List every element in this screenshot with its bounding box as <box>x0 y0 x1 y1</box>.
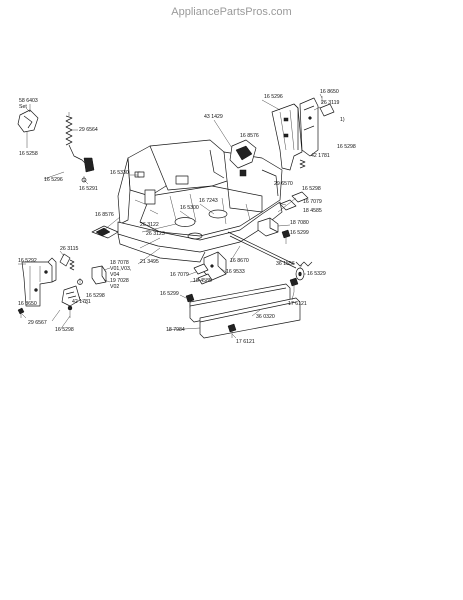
part-label: 29 6564 <box>79 127 98 133</box>
right-upper-parts <box>227 96 335 281</box>
left-lower-parts <box>17 225 119 318</box>
part-label: 16 5258 <box>19 151 38 157</box>
part-label: 16 5300 <box>180 205 199 211</box>
part-label: 16 5291 <box>79 186 98 192</box>
part-label: 16 5296 <box>44 177 63 183</box>
part-label: 36 0320 <box>256 314 275 320</box>
part-label: 16 8670 <box>230 258 249 264</box>
part-label: 16 5296 <box>264 94 283 100</box>
part-label: 18 4585 <box>303 208 322 214</box>
part-label: V02 <box>110 284 119 290</box>
part-label: 16 8576 <box>95 212 114 218</box>
part-label: 16 5330 <box>110 170 129 176</box>
watermark: AppliancePartsPros.com <box>171 6 292 18</box>
part-label: Set <box>19 104 27 110</box>
part-label: 16 7079 <box>303 199 322 205</box>
part-label: 16 8576 <box>240 133 259 139</box>
part-label: 19 7028 <box>110 278 129 284</box>
part-label: 18 7078 <box>110 260 129 266</box>
part-label: 29 6567 <box>28 320 47 326</box>
part-label: 16 8650 <box>320 89 339 95</box>
part-label: V04 <box>110 272 119 278</box>
part-label: 16 5299 <box>160 291 179 297</box>
part-label: 16 7079 <box>170 272 189 278</box>
left-upper-parts <box>17 104 141 183</box>
part-label: 17 6121 <box>236 339 255 345</box>
part-label: 26 3122 <box>140 222 159 228</box>
part-label: 16 9533 <box>226 269 245 275</box>
part-label: V01,V03, <box>110 266 131 272</box>
part-label: 21 3495 <box>140 259 159 265</box>
part-label: 42 1781 <box>72 299 91 305</box>
part-label: 42 1781 <box>311 153 330 159</box>
part-label: 26 3115 <box>60 246 78 252</box>
part-label: 16 8650 <box>18 301 37 307</box>
part-label: 18 7080 <box>290 220 309 226</box>
part-label: 58 6403 <box>19 98 38 104</box>
part-label: 1) <box>340 117 345 123</box>
lower-center-parts <box>137 171 301 339</box>
leader-lines <box>18 93 323 339</box>
part-label: 16 5298 <box>55 327 74 333</box>
part-label: 16 5292 <box>18 258 37 264</box>
part-label: 16 5299 <box>290 230 309 236</box>
part-label: 16 5298 <box>302 186 321 192</box>
part-label: 18 4585 <box>193 278 212 284</box>
part-number-labels: 16 5296 16 8650 26 3119 1) 43 1429 16 52… <box>18 89 356 345</box>
part-label: 16 5298 <box>86 293 105 299</box>
part-label: 16 7243 <box>199 198 218 204</box>
part-label: 17 6121 <box>288 301 307 307</box>
part-label: 18 7984 <box>166 327 185 333</box>
part-label: 43 1429 <box>204 114 223 120</box>
part-label: 16 5329 <box>307 271 326 277</box>
part-label: 16 5298 <box>337 144 356 150</box>
part-label: 26 3123 <box>146 231 165 237</box>
part-label: 26 3119 <box>321 100 339 106</box>
part-label: 36 1556 <box>276 261 295 267</box>
part-label: 29 6570 <box>274 181 293 187</box>
